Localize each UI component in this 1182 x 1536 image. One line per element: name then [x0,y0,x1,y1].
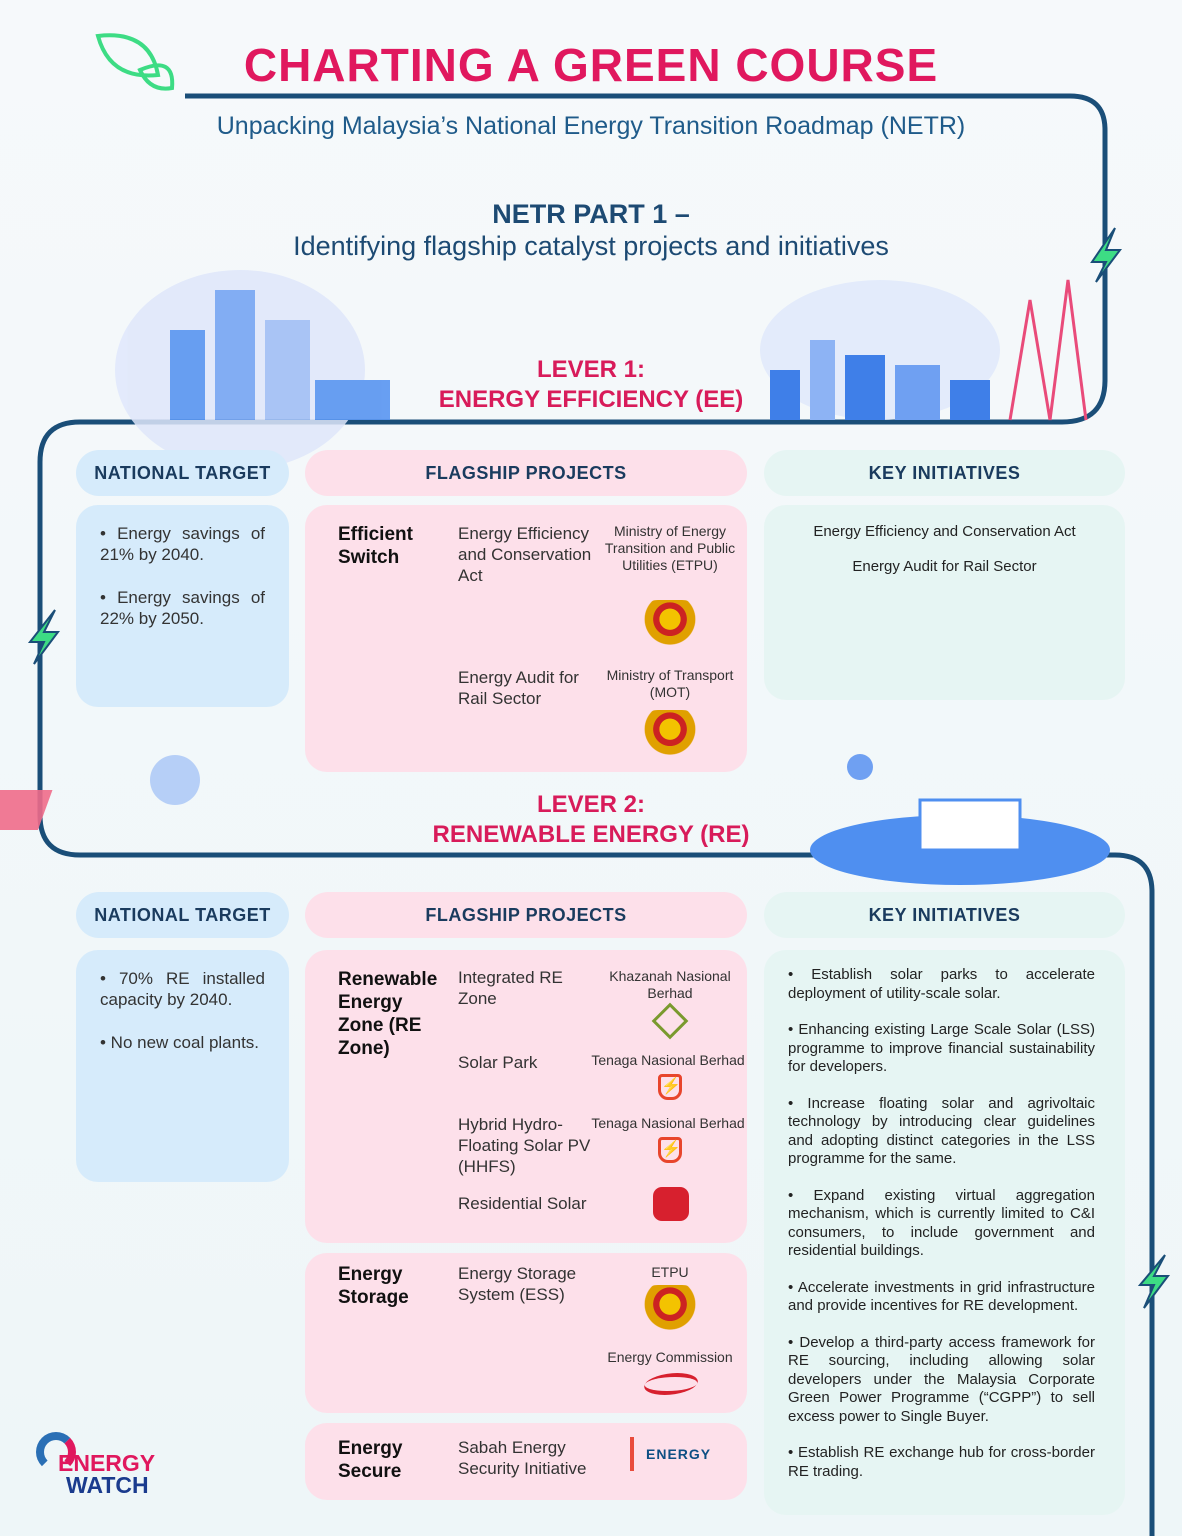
solar-panels-illustration [0,755,200,830]
part-label: NETR PART 1 – [492,199,690,229]
tnb-logo-icon: ⚡ [658,1074,682,1100]
lightning-bolt-icon [27,227,1170,1309]
tnb-logo-icon: ⚡ [658,1137,682,1163]
initiative-item: • Enhancing existing Large Scale Solar (… [788,1021,1095,1075]
re-zone-box: Renewable Energy Zone (RE Zone) Integrat… [305,950,747,1243]
initiative-item: • Expand existing virtual aggregation me… [788,1186,1095,1260]
lever1-name: ENERGY EFFICIENCY (EE) [438,386,744,413]
org-name: Ministry of Transport (MOT) [606,667,734,700]
lever1-label: LEVER 1: [536,356,646,383]
khazanah-logo-icon [651,1002,689,1040]
lever2-flagship-header: FLAGSHIP PROJECTS [305,892,747,938]
energy-secure-box: Energy Secure Sabah Energy Security Init… [305,1423,747,1500]
project-name: Sabah Energy Security Initiative [458,1438,587,1478]
part-text: Identifying flagship catalyst projects a… [293,231,889,261]
flagship-name: Efficient Switch [338,524,413,568]
city-skyline-left [115,270,390,470]
project-name: Energy Storage System (ESS) [458,1264,577,1304]
initiative-item: • Develop a third-party access framework… [788,1333,1095,1425]
lever2-name: RENEWABLE ENERGY (RE) [432,821,750,848]
part-heading: NETR PART 1 –Identifying flagship cataly… [0,198,1182,262]
lever1-initiatives-header: KEY INITIATIVES [764,450,1125,496]
project-name: Hybrid Hydro-Floating Solar PV (HHFS) [458,1115,591,1176]
energy-commission-of-sabah-logo: ENERGY [630,1437,715,1471]
target-item: • 70% RE installed capacity by 2040. [100,969,265,1009]
city-skyline-right [760,279,1088,421]
org-name: Tenaga Nasional Berhad [591,1115,745,1131]
malaysia-coat-of-arms-icon [640,1285,700,1333]
flagship-name: Energy Secure [338,1438,403,1482]
lever2-label: LEVER 2: [536,791,646,818]
initiative-item: Energy Audit for Rail Sector [852,558,1037,575]
logo-line2: WATCH [66,1472,149,1498]
initiative-item: • Establish RE exchange hub for cross-bo… [788,1444,1095,1480]
project-name: Residential Solar [458,1194,587,1213]
page-subtitle: Unpacking Malaysia’s National Energy Tra… [216,112,966,140]
target-item: • No new coal plants. [100,1033,260,1052]
lever2-title: LEVER 2: RENEWABLE ENERGY (RE) [0,790,1182,850]
malaysia-coat-of-arms-icon [640,710,700,758]
initiative-item: • Increase floating solar and agrivoltai… [788,1094,1095,1168]
house-illustration [810,754,1110,885]
energy-storage-box: Energy Storage Energy Storage System (ES… [305,1253,747,1413]
org-name: Ministry of Energy Transition and Public… [604,523,736,573]
lever1-title: LEVER 1: ENERGY EFFICIENCY (EE) [0,355,1182,415]
org-name: Khazanah Nasional Berhad [609,968,731,1001]
malaysia-coat-of-arms-icon [640,600,700,648]
energy-commission-logo-icon [638,1373,704,1395]
org-name: Tenaga Nasional Berhad [591,1052,745,1068]
flagship-name: Energy Storage [338,1264,409,1308]
lever2-initiatives-header: KEY INITIATIVES [764,892,1125,938]
lever1-initiatives: Energy Efficiency and Conservation Act E… [764,505,1125,700]
initiative-item: Energy Efficiency and Conservation Act [813,523,1076,540]
logo-line1: ENERGY [58,1450,156,1476]
lever1-flagship-box: Efficient Switch Energy Efficiency and C… [305,505,747,772]
target-item: • Energy savings of 22% by 2050. [100,588,265,628]
lever1-national-target-header: NATIONAL TARGET [76,450,289,496]
initiative-item: • Establish solar parks to accelerate de… [788,966,1095,1002]
project-name: Integrated RE Zone [458,968,563,1008]
lever1-targets: • Energy savings of 21% by 2040. • Energ… [76,505,289,707]
sime-darby-property-logo-icon [653,1187,689,1221]
flagship-name: Renewable Energy Zone (RE Zone) [338,969,438,1059]
project-name: Energy Efficiency and Conservation Act [458,524,592,585]
lever2-national-target-header: NATIONAL TARGET [76,892,289,938]
lever2-initiatives: • Establish solar parks to accelerate de… [764,950,1125,1515]
initiative-item: • Accelerate investments in grid infrast… [788,1278,1095,1315]
lever1-flagship-header: FLAGSHIP PROJECTS [305,450,747,496]
lever2-targets: • 70% RE installed capacity by 2040. • N… [76,950,289,1182]
leaf-icon [95,33,175,91]
target-item: • Energy savings of 21% by 2040. [100,524,265,564]
project-name: Solar Park [458,1053,538,1072]
energy-watch-logo-icon [36,1432,76,1472]
page-title: CHARTING A GREEN COURSE [243,39,939,91]
project-name: Energy Audit for Rail Sector [458,668,579,708]
org-name: Energy Commission [607,1349,733,1365]
org-name: ETPU [651,1264,689,1280]
